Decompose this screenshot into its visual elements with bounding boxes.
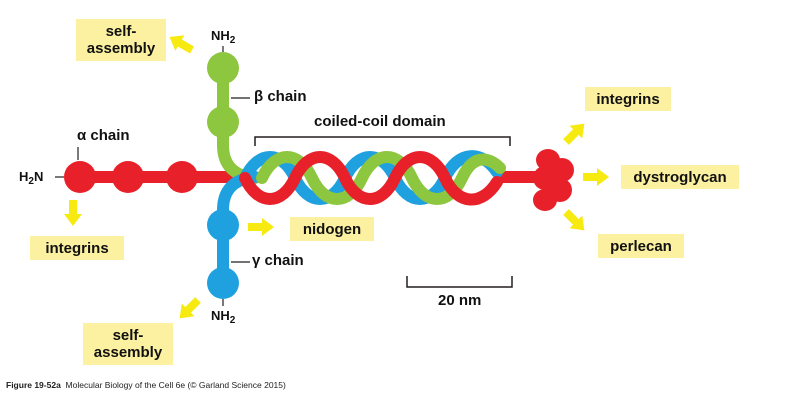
nidogen-label: nidogen — [302, 220, 362, 238]
nh2-top-base: NH — [211, 28, 230, 43]
arrow-self-assembly-top — [169, 35, 194, 54]
nh2-bottom-label: NH2 — [211, 308, 235, 326]
integrins-left-box: integrins — [30, 236, 124, 260]
arrow-perlecan — [563, 209, 585, 231]
perlecan-label: perlecan — [610, 237, 672, 255]
perlecan-box: perlecan — [598, 234, 684, 258]
beta-domain-1 — [207, 52, 239, 84]
gamma-domain-1 — [207, 209, 239, 241]
h2n-label: H2N — [19, 169, 43, 187]
interaction-arrows — [64, 35, 609, 319]
alpha-lg-domains — [533, 149, 574, 211]
self-assembly-top-line2: assembly — [86, 40, 156, 57]
self-assembly-top-line1: self- — [105, 23, 137, 40]
beta-chain-label: β chain — [254, 88, 307, 105]
self-assembly-bottom-line1: self- — [112, 327, 144, 344]
alpha-chain-label: α chain — [77, 127, 130, 144]
coiled-coil-domain-label: coiled-coil domain — [314, 113, 446, 130]
arrow-nidogen — [248, 218, 274, 236]
figure-caption-text: Molecular Biology of the Cell 6e (© Garl… — [65, 380, 286, 390]
h2n-sub: 2 — [28, 176, 34, 187]
arrow-integrins-left — [64, 200, 82, 226]
beta-domain-2 — [207, 106, 239, 138]
self-assembly-bottom-line2: assembly — [93, 344, 163, 361]
arrow-dystroglycan — [583, 168, 609, 186]
h2n-base: H — [19, 169, 29, 184]
scale-bar — [406, 276, 513, 288]
integrins-right-label: integrins — [596, 90, 660, 108]
self-assembly-top-box: self- assembly — [76, 19, 166, 61]
integrins-right-box: integrins — [585, 87, 671, 111]
alpha-domain-1 — [64, 161, 96, 193]
figure-caption: Figure 19-52a Molecular Biology of the C… — [6, 380, 286, 390]
gamma-domain-2 — [207, 267, 239, 299]
alpha-domain-3 — [166, 161, 198, 193]
coiled-coil-helix — [239, 150, 506, 206]
gamma-chain-label: γ chain — [252, 252, 304, 269]
nidogen-box: nidogen — [290, 217, 374, 241]
scale-label: 20 nm — [438, 292, 482, 309]
nh2-bottom-base: NH — [211, 308, 230, 323]
alpha-domain-2 — [112, 161, 144, 193]
dystroglycan-label: dystroglycan — [633, 168, 727, 186]
self-assembly-bottom-box: self- assembly — [83, 323, 173, 365]
integrins-left-label: integrins — [45, 239, 109, 257]
coiled-coil-bracket — [254, 136, 511, 146]
arrow-integrins-right — [563, 123, 585, 145]
figure-caption-prefix: Figure 19-52a — [6, 380, 61, 390]
arrow-self-assembly-bottom — [179, 297, 201, 319]
nh2-bottom-sub: 2 — [229, 315, 236, 326]
nh2-top-sub: 2 — [229, 35, 236, 46]
nh2-top-label: NH2 — [211, 28, 235, 46]
h2n-tail: N — [33, 169, 44, 184]
dystroglycan-box: dystroglycan — [621, 165, 739, 189]
